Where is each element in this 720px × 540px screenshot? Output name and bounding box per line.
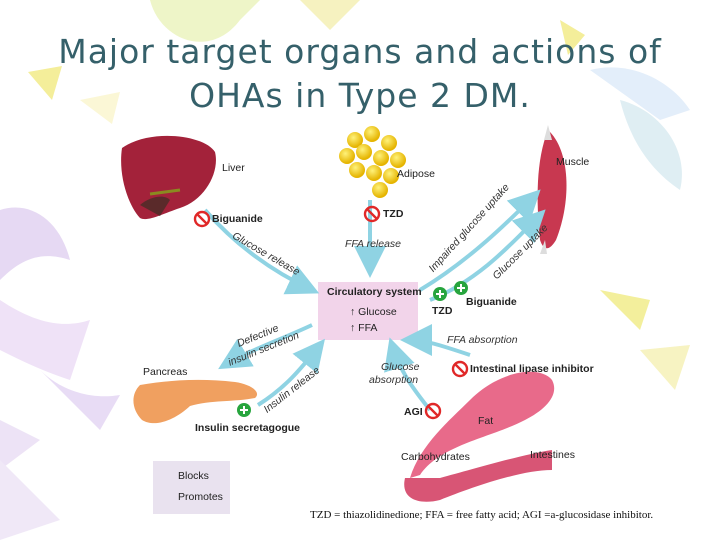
legend-promotes: Promotes <box>178 491 223 503</box>
drug-lipase-inhibitor: Intestinal lipase inhibitor <box>470 363 594 375</box>
muscle-label: Muscle <box>556 156 590 168</box>
arrow-ffa-release: FFA release <box>345 238 402 250</box>
slide-title: Major target organs and actions of OHAs … <box>0 30 720 118</box>
title-line-1: Major target organs and actions of <box>58 32 662 71</box>
intestines-label: Intestines <box>530 449 575 461</box>
arrow-glucose-absorption-line1: Glucose <box>381 361 420 373</box>
drug-tzd-adipose: TZD <box>383 208 404 220</box>
block-icon <box>157 205 469 485</box>
circulatory-system-title: Circulatory system <box>327 286 422 298</box>
footer-abbreviations: TZD = thiazolidinedione; FFA = free fatt… <box>310 509 654 521</box>
drug-biguanide-muscle: Biguanide <box>466 296 517 308</box>
liver-illustration <box>121 135 216 220</box>
drug-biguanide-liver: Biguanide <box>212 213 263 225</box>
up-arrow-icon: ↑ <box>350 322 359 334</box>
drug-agi: AGI <box>404 406 423 418</box>
title-line-2: OHAs in Type 2 DM. <box>189 76 531 115</box>
adipose-label: Adipose <box>397 168 435 180</box>
carbohydrates-label: Carbohydrates <box>401 451 470 463</box>
legend-box <box>153 461 230 514</box>
arrow-glucose-absorption-line2: absorption <box>369 374 419 386</box>
arrow-ffa-absorption: FFA absorption <box>447 334 518 346</box>
center-ffa: FFA <box>358 322 378 334</box>
up-arrow-icon: ↑ <box>350 306 359 318</box>
legend-blocks: Blocks <box>178 470 209 482</box>
drug-tzd-center: TZD <box>432 305 453 317</box>
liver-label: Liver <box>222 162 245 174</box>
pancreas-label: Pancreas <box>143 366 188 378</box>
drug-insulin-secretagogue: Insulin secretagogue <box>195 422 301 434</box>
center-glucose: Glucose <box>358 306 397 318</box>
center-ffa-row: ↑ FFA <box>350 322 377 334</box>
fat-label: Fat <box>478 415 494 427</box>
intestine-illustration <box>410 371 555 478</box>
adipose-illustration <box>339 126 406 198</box>
pancreas-illustration <box>133 379 258 424</box>
center-glucose-row: ↑ Glucose <box>350 306 397 318</box>
